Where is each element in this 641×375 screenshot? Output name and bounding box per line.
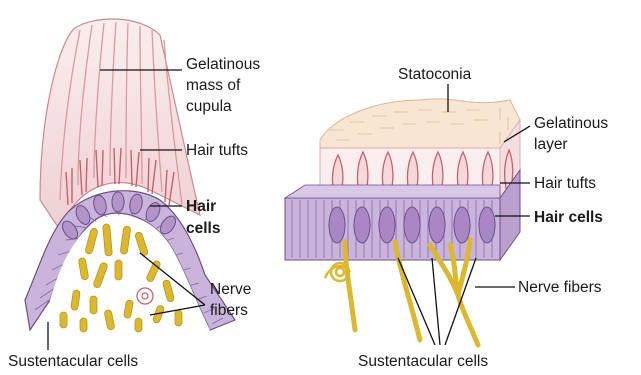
label-gelatinous-layer-line1: Gelatinous xyxy=(534,115,608,132)
label-nerve-fibers-left-line1: Nerve xyxy=(210,281,251,298)
label-nerve-fibers-right: Nerve fibers xyxy=(518,279,602,296)
macula-figure xyxy=(285,99,520,345)
label-hair-tufts-left: Hair tufts xyxy=(186,142,248,159)
label-hair-cells-left-line2: cells xyxy=(186,220,220,237)
label-cupula-line1: Gelatinous xyxy=(186,56,260,73)
label-nerve-fibers-left-line2: fibers xyxy=(210,302,248,319)
macula-top-edge xyxy=(285,185,500,198)
label-hair-cells-left-line1: Hair xyxy=(186,198,216,215)
label-sustentacular-left: Sustentacular cells xyxy=(8,353,138,370)
label-sustentacular-right: Sustentacular cells xyxy=(358,353,488,370)
label-hair-tufts-right: Hair tufts xyxy=(534,175,596,192)
nerve-cross-section-left xyxy=(137,288,153,304)
label-hair-cells-right: Hair cells xyxy=(534,209,603,226)
label-cupula-line2: mass of xyxy=(186,77,241,94)
label-cupula-line3: cupula xyxy=(186,98,232,115)
label-statoconia: Statoconia xyxy=(398,66,472,83)
label-gelatinous-layer-line2: layer xyxy=(534,136,568,153)
statoconia-layer xyxy=(320,99,520,148)
